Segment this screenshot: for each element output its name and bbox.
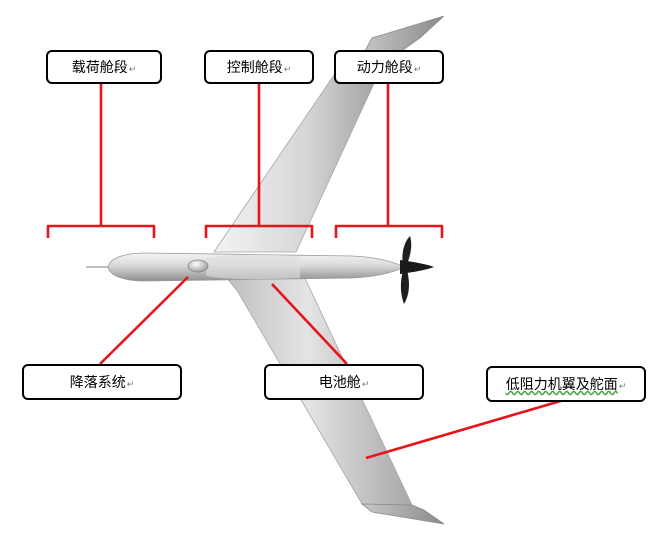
uav-illustration bbox=[86, 15, 445, 525]
paragraph-mark: ↵ bbox=[126, 380, 135, 390]
landing-system-label: 降落系统↵ bbox=[22, 364, 182, 400]
leader-lines bbox=[99, 84, 565, 460]
paragraph-mark: ↵ bbox=[128, 65, 137, 75]
upper-wing bbox=[213, 59, 384, 253]
payload-bracket bbox=[46, 224, 156, 238]
propeller-blade-upper bbox=[402, 236, 412, 266]
landing-system-text: 降落系统 bbox=[69, 375, 126, 391]
battery-leader bbox=[271, 283, 348, 365]
power-section-text: 动力舱段 bbox=[356, 60, 413, 76]
payload-section-label: 载荷舱段↵ bbox=[46, 50, 162, 84]
battery-bay-text: 电池舱 bbox=[318, 375, 361, 391]
parachute-dome bbox=[187, 259, 209, 273]
control-section-label: 控制舱段↵ bbox=[204, 50, 314, 84]
paragraph-mark: ↵ bbox=[413, 65, 422, 75]
paragraph-mark: ↵ bbox=[618, 382, 627, 392]
power-bracket bbox=[334, 224, 444, 238]
paragraph-mark: ↵ bbox=[283, 65, 292, 75]
wing-leader bbox=[365, 398, 565, 460]
control-section-text: 控制舱段 bbox=[226, 60, 283, 76]
wing-rudder-text: 低阻力机翼及舵面 bbox=[505, 377, 618, 393]
lower-winglet bbox=[360, 503, 445, 525]
battery-bay-label: 电池舱↵ bbox=[264, 364, 424, 400]
propeller-spinner bbox=[400, 260, 434, 274]
paragraph-mark: ↵ bbox=[361, 380, 370, 390]
wing-rudder-label: 低阻力机翼及舵面↵ bbox=[486, 366, 646, 402]
power-section-label: 动力舱段↵ bbox=[334, 50, 444, 84]
landing-leader bbox=[99, 276, 189, 365]
payload-section-text: 载荷舱段 bbox=[71, 60, 128, 76]
propeller-blade-lower bbox=[400, 270, 409, 304]
wing-root-fairing bbox=[206, 254, 300, 280]
